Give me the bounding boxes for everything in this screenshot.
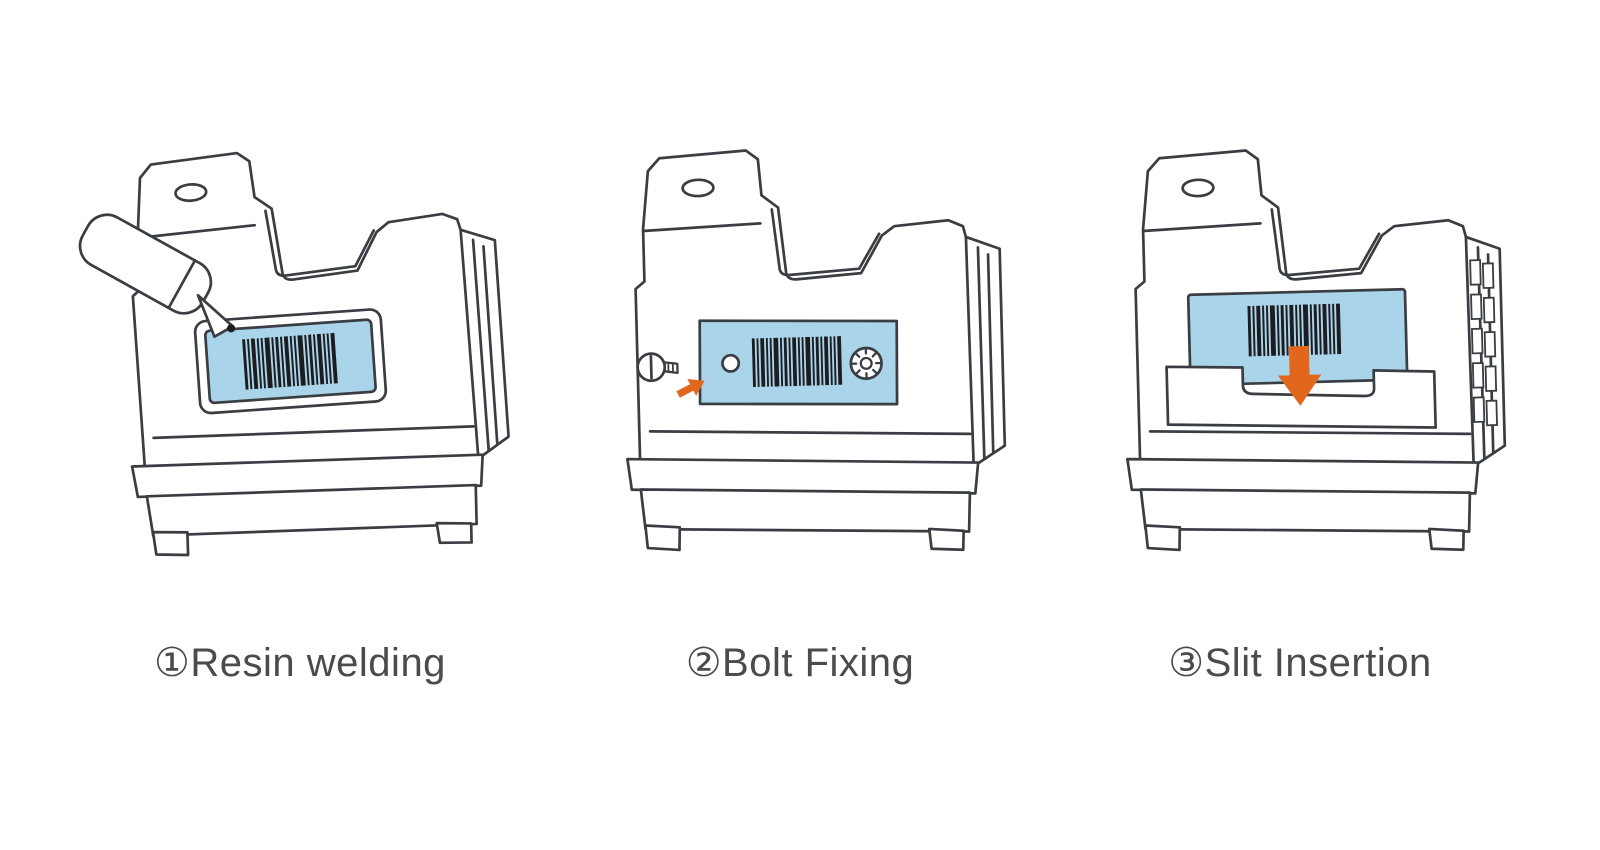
slit-label-plate — [1165, 287, 1438, 429]
bolt-icon — [849, 346, 883, 381]
step-caption-1: ①Resin welding — [154, 641, 446, 685]
side-vent-grid — [1469, 259, 1498, 427]
step-slit-insertion: ③Slit Insertion — [1050, 48, 1550, 686]
step-resin-welding: ①Resin welding — [50, 48, 550, 686]
step-bolt-fixing: ②Bolt Fixing — [550, 48, 1050, 686]
step-caption-3: ③Slit Insertion — [1168, 641, 1432, 685]
arrow-down-icon — [1277, 345, 1322, 406]
diagram-row: ①Resin welding — [50, 0, 1600, 686]
bolt-fixing-illustration — [565, 48, 1035, 572]
bolt-hole — [721, 353, 741, 373]
resin-welding-illustration — [78, 48, 535, 572]
welding-tool-icon — [78, 213, 236, 339]
arrow-right-icon — [676, 379, 705, 398]
step-caption-2: ②Bolt Fixing — [685, 641, 915, 685]
barcode-label-plate — [193, 308, 388, 415]
bolt-label-plate — [698, 319, 899, 406]
screw-icon — [636, 352, 679, 383]
slit-insertion-illustration — [1065, 48, 1535, 572]
